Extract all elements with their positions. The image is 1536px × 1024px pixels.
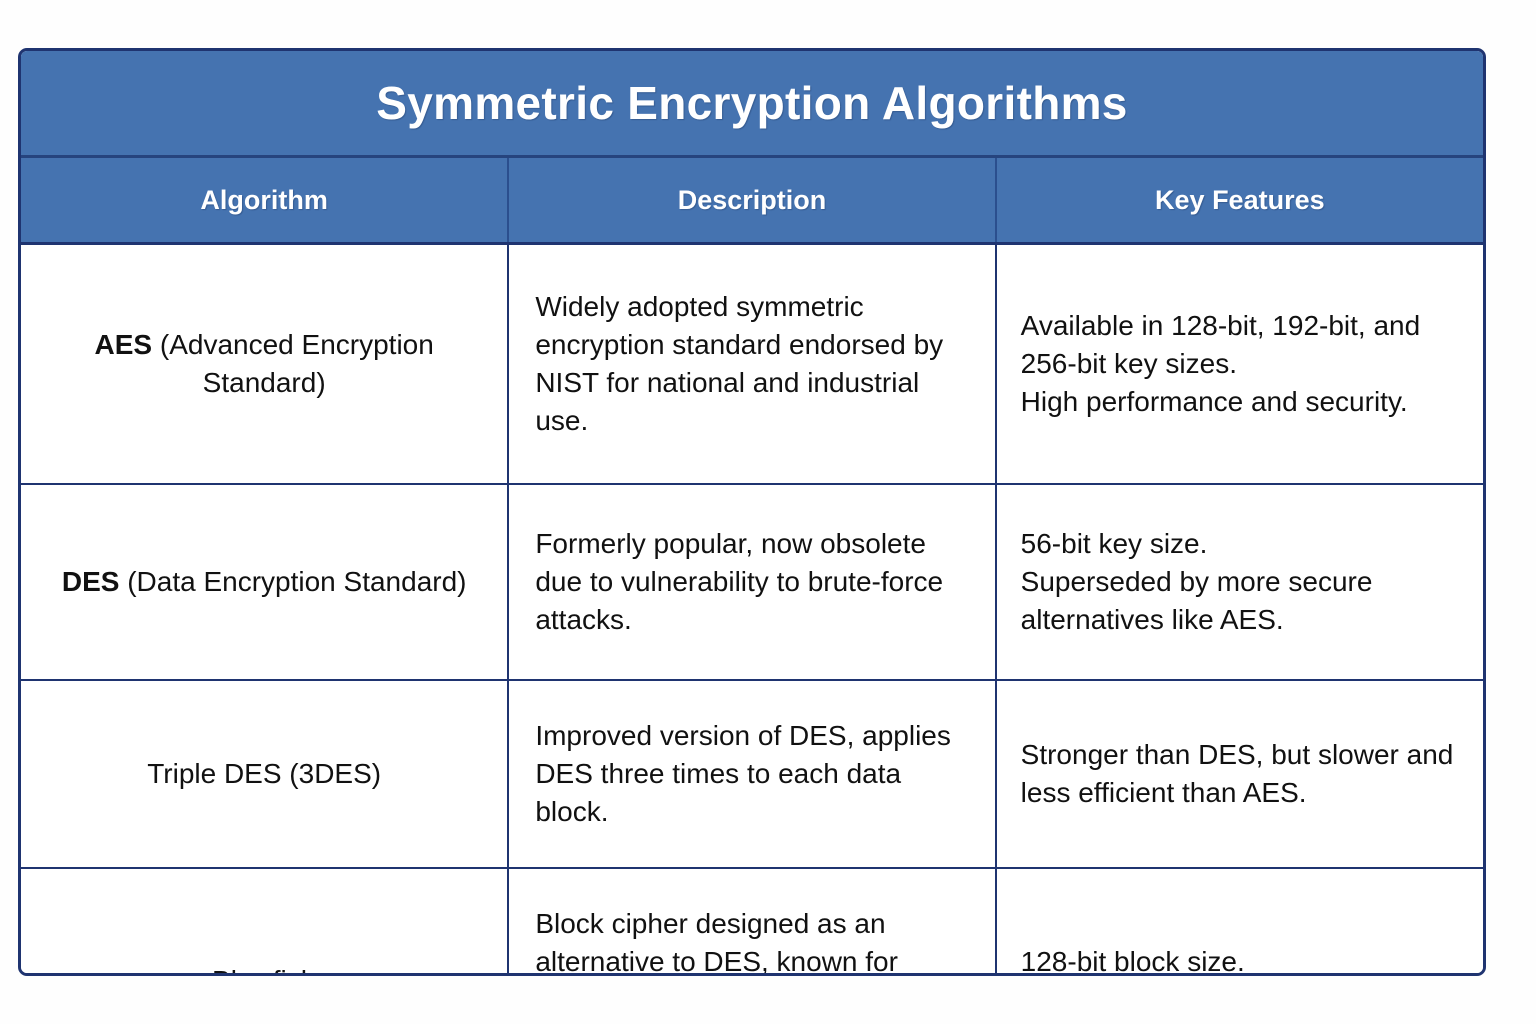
- key-feature-line: Available in 128-bit, 192-bit, and 256-b…: [1020, 309, 1421, 379]
- cell-algorithm-name: Blowfish: [21, 867, 510, 973]
- cell-description: Formerly popular, now obsolete due to vu…: [508, 483, 997, 680]
- table-row: AES (Advanced Encryption Standard) Widel…: [21, 243, 1483, 484]
- column-header-algorithm[interactable]: Algorithm: [21, 156, 510, 245]
- comparison-table: Symmetric Encryption Algorithms Algorith…: [21, 51, 1483, 976]
- table-row: Blowfish Block cipher designed as an alt…: [21, 867, 1483, 976]
- algorithm-expansion: Blowfish: [212, 965, 316, 973]
- cell-description: Block cipher designed as an alternative …: [508, 867, 997, 973]
- cell-key-features: Available in 128-bit, 192-bit, and 256-b…: [995, 243, 1483, 484]
- cell-description: Improved version of DES, applies DES thr…: [508, 679, 997, 868]
- key-feature-line: 128-bit block size.: [1020, 945, 1245, 976]
- symmetric-encryption-table: Symmetric Encryption Algorithms Algorith…: [18, 48, 1486, 976]
- key-feature-line: High performance and security.: [1020, 386, 1408, 418]
- algorithm-abbrev: AES: [94, 328, 160, 360]
- title-row: Symmetric Encryption Algorithms: [21, 51, 1483, 158]
- column-header-key-features[interactable]: Key Features: [995, 156, 1483, 245]
- column-header-row: Algorithm Description Key Features: [21, 156, 1483, 245]
- table-head: Symmetric Encryption Algorithms Algorith…: [21, 51, 1483, 245]
- cell-key-features: Stronger than DES, but slower and less e…: [995, 679, 1483, 868]
- page-title: Symmetric Encryption Algorithms: [376, 76, 1128, 129]
- cell-algorithm-name: Triple DES (3DES): [21, 679, 510, 868]
- algorithm-abbrev: DES: [61, 565, 128, 597]
- key-feature-line: Superseded by more secure alternatives l…: [1020, 565, 1373, 636]
- cell-description: Widely adopted symmetric encryption stan…: [508, 243, 997, 484]
- key-feature-line: Stronger than DES, but slower and less e…: [1020, 738, 1454, 808]
- cell-key-features: 128-bit block size. Flexible key lengths…: [995, 867, 1483, 976]
- table-body: AES (Advanced Encryption Standard) Widel…: [21, 243, 1483, 976]
- algorithm-expansion: (Advanced Encryption Standard): [159, 328, 434, 398]
- algorithm-expansion: (Data Encryption Standard): [127, 565, 467, 597]
- algorithm-expansion: Triple DES (3DES): [147, 757, 382, 789]
- cell-algorithm-name: DES (Data Encryption Standard): [21, 483, 510, 680]
- column-header-description[interactable]: Description: [508, 156, 997, 245]
- key-feature-line: 56-bit key size.: [1020, 527, 1208, 559]
- cell-key-features: 56-bit key size. Superseded by more secu…: [995, 483, 1483, 680]
- table-row: Triple DES (3DES) Improved version of DE…: [21, 679, 1483, 868]
- table-title-cell: Symmetric Encryption Algorithms: [21, 51, 1483, 158]
- table-row: DES (Data Encryption Standard) Formerly …: [21, 483, 1483, 680]
- cell-algorithm-name: AES (Advanced Encryption Standard): [21, 243, 510, 484]
